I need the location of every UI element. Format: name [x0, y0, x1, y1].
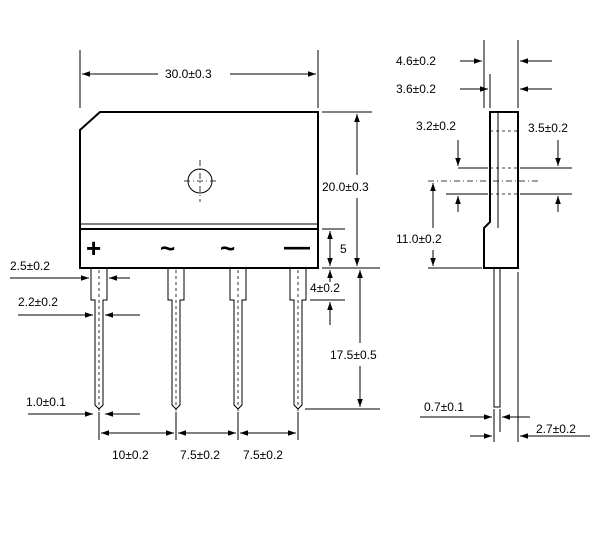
dim-lead-width-label: 1.0±0.1	[26, 395, 66, 409]
dim-pitch-third-label: 7.5±0.2	[243, 448, 283, 462]
dim-hole-to-step: 11.0±0.2	[396, 183, 482, 269]
ac-symbol-1: ~	[160, 233, 175, 263]
dim-hole-right-label: 3.5±0.2	[528, 121, 568, 135]
side-lead	[493, 268, 501, 408]
dim-thickness-total: 4.6±0.2	[396, 40, 552, 108]
dim-pin-width-label: 2.2±0.2	[18, 295, 58, 309]
dim-hole-right: 3.5±0.2	[520, 121, 572, 212]
dim-width-total-label: 30.0±0.3	[165, 67, 212, 81]
body-outline	[79, 111, 319, 269]
dim-height-body: 20.0±0.3	[322, 111, 380, 269]
dim-pin-width: 2.2±0.2	[18, 295, 140, 318]
mounting-hole	[184, 160, 216, 202]
dim-tab-width-label: 2.5±0.2	[10, 259, 50, 273]
dim-pitch: 10±0.2 7.5±0.2 7.5±0.2	[98, 412, 299, 462]
dim-lead-length-label: 17.5±0.5	[330, 348, 377, 362]
positive-symbol: +	[86, 233, 101, 263]
dim-lead-width: 1.0±0.1	[26, 395, 140, 417]
pin-2	[167, 268, 185, 412]
side-view: 4.6±0.2 3.6±0.2 3.2±0.2 3.5±0.2	[396, 40, 590, 442]
dim-thickness-total-label: 4.6±0.2	[396, 54, 436, 68]
dim-tab-width: 2.5±0.2	[10, 259, 130, 281]
dim-hole-to-step-label: 11.0±0.2	[396, 232, 442, 246]
pin-3	[229, 268, 247, 412]
front-view: + ~ ~ — 30.0±0.3	[10, 50, 380, 462]
ac-symbol-2: ~	[220, 233, 235, 263]
side-body-outline	[483, 111, 519, 269]
dim-lead-thickness: 0.7±0.1	[420, 400, 530, 442]
dim-lead-thickness-label: 0.7±0.1	[424, 400, 464, 414]
dim-pin-offset: 4±0.2	[310, 270, 345, 325]
dim-hole-left: 3.2±0.2	[416, 119, 488, 212]
dim-lead-offset: 2.7±0.2	[470, 272, 590, 442]
dim-band-height: 5	[322, 228, 347, 266]
dim-pitch-second-label: 7.5±0.2	[180, 448, 220, 462]
dim-lead-offset-label: 2.7±0.2	[536, 422, 576, 436]
pin-4	[289, 268, 307, 412]
dim-width-total: 30.0±0.3	[79, 50, 319, 108]
negative-symbol: —	[284, 231, 310, 261]
dim-pin-offset-label: 4±0.2	[310, 281, 340, 295]
pin-1	[90, 268, 108, 412]
dim-thickness-body-label: 3.6±0.2	[396, 82, 436, 96]
dim-thickness-body: 3.6±0.2	[396, 74, 552, 108]
dim-height-body-label: 20.0±0.3	[322, 180, 369, 194]
dim-pitch-first-label: 10±0.2	[112, 448, 149, 462]
dim-lead-length: 17.5±0.5	[305, 270, 380, 410]
dim-hole-left-label: 3.2±0.2	[416, 119, 456, 133]
dim-band-height-label: 5	[340, 242, 347, 256]
